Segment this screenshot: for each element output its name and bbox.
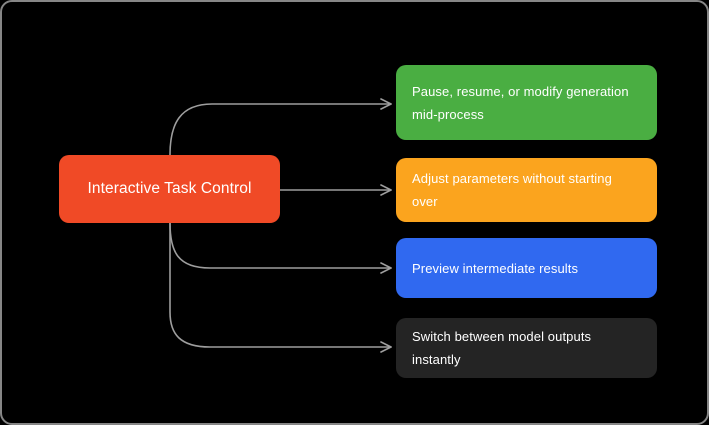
connector-line-lower <box>169 222 392 269</box>
node-switch-outputs: Switch between model outputs instantly <box>396 318 657 378</box>
connector-to-pause-box <box>169 98 392 156</box>
node-label: Switch between model outputs instantly <box>412 329 592 367</box>
node-interactive-task-control: Interactive Task Control <box>59 155 280 223</box>
arrowhead-icon <box>380 341 392 353</box>
node-adjust-parameters: Adjust parameters without starting over <box>396 158 657 222</box>
connector-to-adjust-box <box>279 184 392 196</box>
node-label: Preview intermediate results <box>412 260 579 276</box>
node-label: Interactive Task Control <box>87 180 252 197</box>
arrowhead-icon <box>380 184 392 196</box>
node-label: Adjust parameters without starting over <box>412 171 612 209</box>
connector-to-preview-box <box>169 222 392 274</box>
connector-line-bottom <box>169 222 392 348</box>
node-label: Pause, resume, or modify generation mid-… <box>412 83 629 122</box>
arrowhead-icon <box>380 262 392 274</box>
node-preview-results: Preview intermediate results <box>396 238 657 298</box>
node-pause-resume-modify: Pause, resume, or modify generation mid-… <box>396 65 657 140</box>
connector-to-switch-box <box>169 222 392 353</box>
connector-line-top <box>169 103 392 156</box>
arrowhead-icon <box>380 98 392 110</box>
